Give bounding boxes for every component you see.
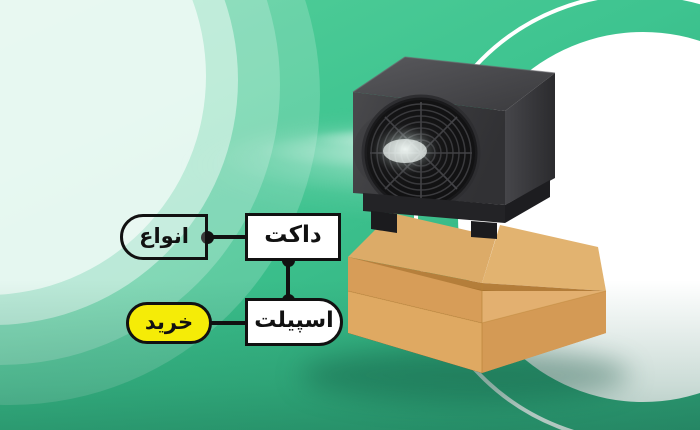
node-split[interactable]: اسپیلت [245,298,343,346]
connector-anvaa-to-duct [207,235,247,239]
buy-button-label: خرید [144,309,194,334]
node-anvaa-label: انواع [139,223,189,248]
node-duct-label: داکت [264,222,322,248]
node-duct[interactable]: داکت [245,213,341,261]
node-split-label: اسپیلت [251,309,337,332]
node-anvaa[interactable]: انواع [120,214,208,260]
connector-buy-to-split [210,321,247,325]
open-cardboard-box [330,195,620,385]
connector-duct-to-split [286,259,290,301]
buy-button[interactable]: خرید [126,302,212,344]
air-conditioner-outdoor-unit [345,45,560,240]
